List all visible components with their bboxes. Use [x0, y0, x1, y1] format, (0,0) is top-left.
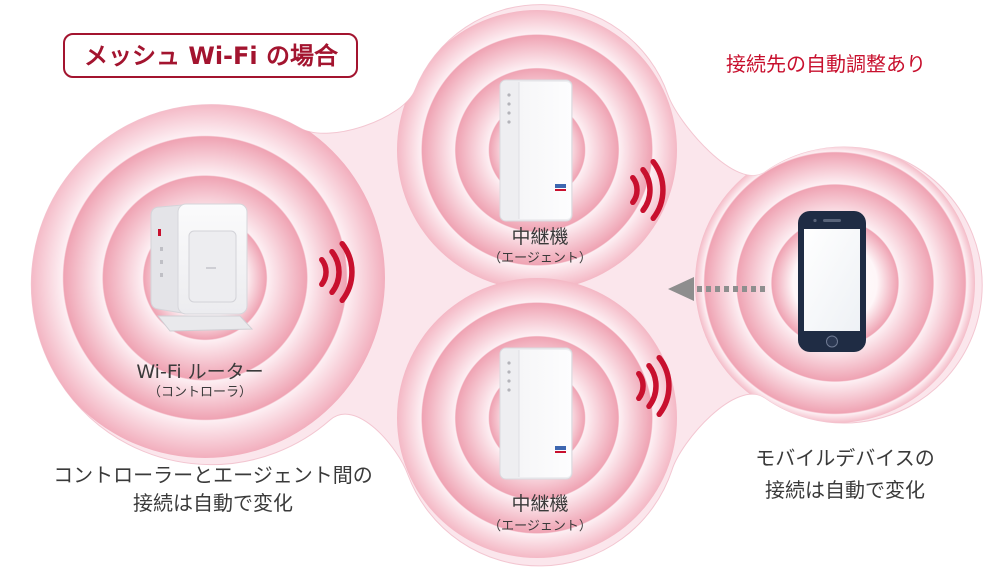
- repeater-logo: [555, 446, 566, 450]
- repeater-front-panel: [519, 82, 571, 219]
- dotted-arrow-left-icon: [668, 277, 766, 301]
- router-side-panel: [150, 204, 183, 314]
- caption-left-line1: コントローラーとエージェント間の: [53, 463, 373, 487]
- router-label: Wi-Fi ルーター: [136, 361, 263, 383]
- router-icon: [150, 203, 254, 332]
- repeater-bottom-signal-arc: [646, 362, 659, 410]
- repeater-bottom-sublabel: （エージェント）: [488, 519, 592, 534]
- smartphone-icon: [798, 211, 866, 352]
- router-stand: [156, 315, 254, 332]
- repeater-led: [507, 93, 511, 97]
- repeater-top-signal-arc: [640, 166, 653, 214]
- router-front-indent: [188, 230, 237, 303]
- router-signal-arc: [329, 248, 342, 296]
- phone-camera: [813, 218, 817, 223]
- signal-waves-icon: [319, 240, 355, 304]
- router-sublabel: （コントローラ）: [148, 385, 252, 400]
- phone-screen: [804, 229, 860, 331]
- repeater-bottom-signal-arc: [636, 370, 646, 402]
- caption-right-line1: モバイルデバイスの: [755, 446, 934, 470]
- router-signal-arc: [319, 256, 329, 288]
- repeater-top-signal-arc: [650, 158, 666, 222]
- repeater-logo-stripe: [555, 189, 566, 191]
- signal-waves-icon: [636, 354, 672, 418]
- router-status-led: [158, 229, 161, 236]
- auto-adjust-note: 接続先の自動調整あり: [726, 52, 926, 76]
- repeater-led: [507, 361, 511, 365]
- repeater-led: [507, 102, 511, 106]
- caption-right-line2: 接続は自動で変化: [765, 478, 925, 502]
- repeater-led: [507, 388, 511, 392]
- arrow-head: [668, 277, 694, 301]
- caption-left-line2: 接続は自動で変化: [133, 491, 293, 515]
- repeater-icon: [499, 79, 573, 222]
- repeater-icon: [499, 347, 573, 480]
- title-box: [63, 33, 358, 78]
- repeater-led: [507, 111, 511, 115]
- router-signal-arc: [339, 240, 355, 304]
- repeater-top-label: 中継機: [511, 226, 568, 248]
- repeater-bottom-label: 中継機: [511, 493, 568, 515]
- repeater-bottom-signal-arc: [656, 354, 672, 418]
- repeater-top-signal-arc: [630, 174, 640, 206]
- repeater-logo: [555, 184, 566, 188]
- router-indicator: [160, 260, 163, 264]
- repeater-led: [507, 370, 511, 374]
- phone-home-button: [826, 335, 838, 348]
- phone-speaker: [823, 219, 841, 222]
- repeater-led: [507, 120, 511, 124]
- repeater-led: [507, 379, 511, 383]
- repeater-logo-stripe: [555, 451, 566, 453]
- router-indicator: [160, 247, 163, 251]
- signal-waves-icon: [630, 158, 666, 222]
- router-indicator: [160, 273, 163, 277]
- repeater-front-panel: [519, 350, 571, 477]
- repeater-top-sublabel: （エージェント）: [488, 251, 592, 266]
- page-title: メッシュ Wi-Fi の場合: [84, 42, 339, 70]
